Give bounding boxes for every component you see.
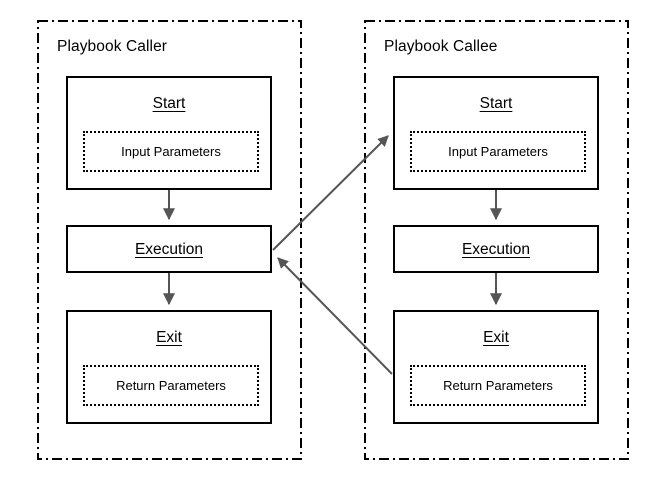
node-caller-exit[interactable]: Exit Return Parameters	[66, 310, 272, 424]
param-label-caller-start: Input Parameters	[121, 144, 221, 159]
param-box-caller-start: Input Parameters	[83, 131, 259, 172]
node-caller-start[interactable]: Start Input Parameters	[66, 76, 272, 190]
param-label-callee-start: Input Parameters	[448, 144, 548, 159]
node-callee-exit[interactable]: Exit Return Parameters	[393, 310, 599, 424]
param-box-callee-exit: Return Parameters	[410, 365, 586, 406]
connector-call-arrow	[272, 135, 389, 251]
node-title-callee-start: Start	[479, 95, 513, 112]
node-title-callee-exit: Exit	[483, 329, 509, 346]
node-title-caller-start: Start	[152, 95, 186, 112]
connector-return-arrow	[277, 257, 393, 375]
param-box-callee-start: Input Parameters	[410, 131, 586, 172]
param-label-callee-exit: Return Parameters	[443, 378, 553, 393]
node-caller-execution[interactable]: Execution	[66, 225, 272, 273]
node-title-caller-exit: Exit	[156, 329, 182, 346]
node-title-callee-execution: Execution	[461, 241, 531, 258]
node-callee-start[interactable]: Start Input Parameters	[393, 76, 599, 190]
param-label-caller-exit: Return Parameters	[116, 378, 226, 393]
lane-title-caller: Playbook Caller	[57, 38, 168, 55]
node-title-caller-execution: Execution	[134, 241, 204, 258]
param-box-caller-exit: Return Parameters	[83, 365, 259, 406]
node-callee-execution[interactable]: Execution	[393, 225, 599, 273]
lane-title-callee: Playbook Callee	[384, 38, 498, 55]
